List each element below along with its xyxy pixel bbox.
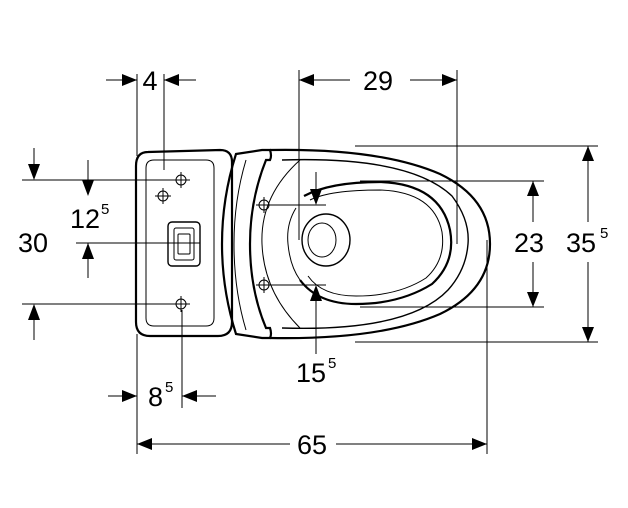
dimension-12-5: 12 5	[70, 160, 200, 278]
dimension-label: 12	[70, 204, 100, 234]
seat-hinge	[220, 148, 273, 340]
dimension-label: 35	[566, 228, 596, 258]
dimension-15-5: 15 5	[264, 172, 336, 388]
dimension-superscript: 5	[165, 379, 173, 396]
dimension-label: 65	[297, 430, 327, 460]
cistern	[134, 148, 234, 338]
dimension-label: 8	[148, 382, 163, 412]
dimension-65: 65	[136, 240, 488, 460]
dimension-8-5: 8 5	[108, 310, 216, 412]
dimension-label: 29	[363, 66, 393, 96]
dimension-superscript: 5	[600, 225, 608, 242]
dimension-superscript: 5	[328, 355, 336, 372]
dimension-4: 4	[106, 66, 196, 170]
dimension-label: 15	[296, 358, 326, 388]
dimension-23: 23	[360, 180, 544, 308]
crosshair-mark	[155, 188, 171, 204]
flush-button	[167, 221, 201, 267]
bowl	[261, 148, 492, 340]
dimension-superscript: 5	[101, 201, 109, 218]
dimension-label: 30	[18, 228, 48, 258]
dimension-29: 29	[298, 66, 458, 244]
dimension-label: 4	[142, 66, 157, 96]
dimension-35-5: 35 5	[355, 145, 608, 343]
dimension-30: 30	[18, 148, 190, 340]
dimension-label: 23	[514, 228, 544, 258]
